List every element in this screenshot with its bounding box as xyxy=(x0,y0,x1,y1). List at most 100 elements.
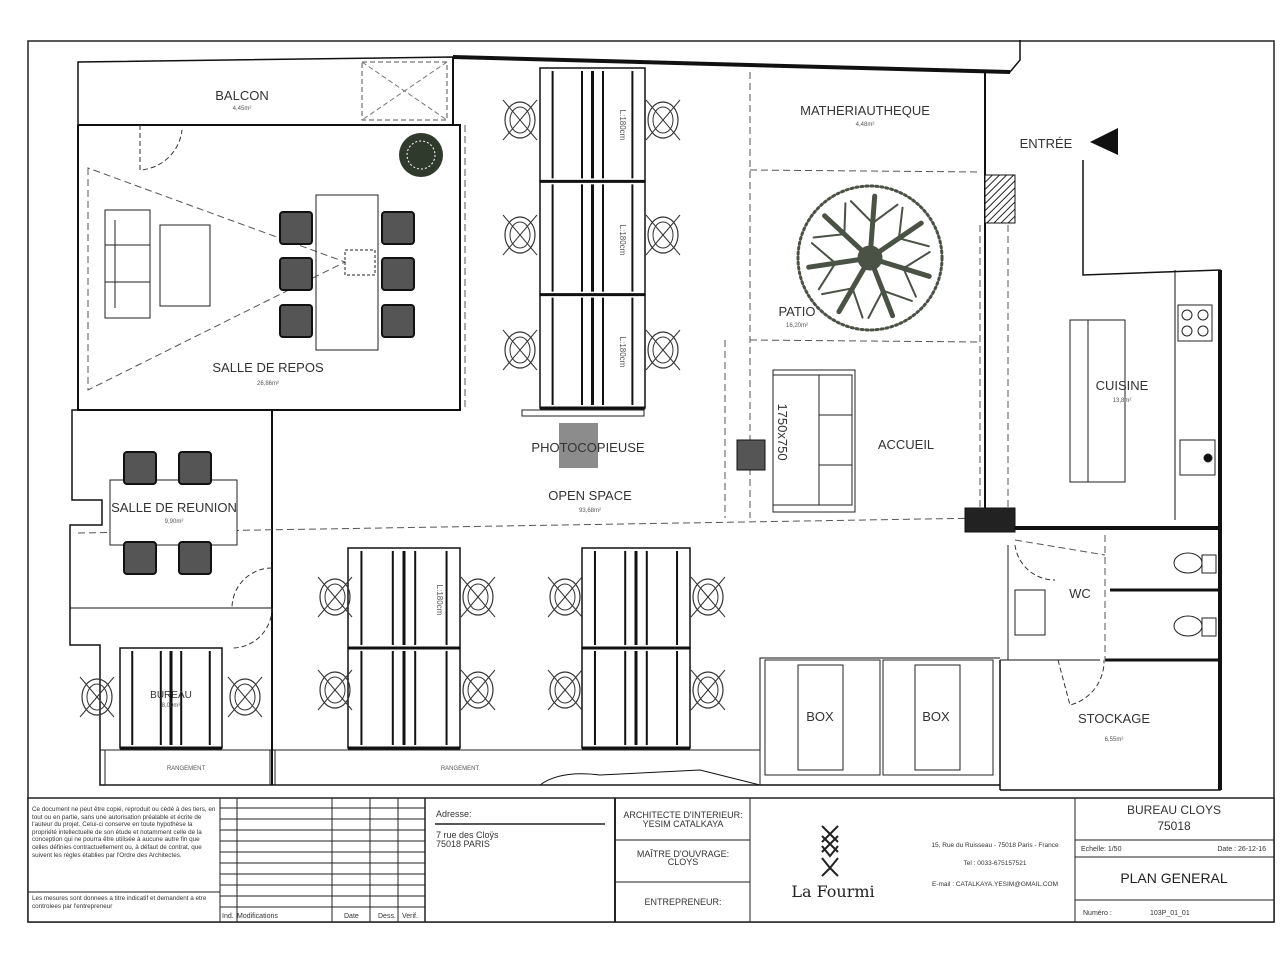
owner-label: MAÎTRE D'OUVRAGE: xyxy=(637,849,729,859)
sofa xyxy=(104,209,151,319)
office-chair-icon xyxy=(690,669,726,711)
office-chair-icon xyxy=(547,576,583,618)
kitchen-sink xyxy=(1179,439,1216,476)
desk-dimension-label: L:180cm xyxy=(618,225,627,256)
structural-column xyxy=(964,507,1016,533)
chair-icon xyxy=(279,257,313,291)
logo-text: La Fourmi xyxy=(791,882,874,901)
lounge-chairs xyxy=(123,211,415,575)
room-label-bureau: BUREAU xyxy=(150,690,192,701)
room-area-salle-reunion: 9,90m² xyxy=(165,519,184,525)
walls xyxy=(69,40,1222,791)
storage-rangement xyxy=(274,749,761,786)
chair-icon xyxy=(279,211,313,245)
desk-dimension-label: L:180cm xyxy=(618,337,627,368)
stove xyxy=(1177,304,1213,342)
tree-icon xyxy=(796,184,944,332)
office-chair-icon xyxy=(645,214,681,256)
number-label: Numéro : xyxy=(1083,910,1112,917)
storage-rangement xyxy=(104,749,271,786)
kitchen-island xyxy=(1069,319,1126,483)
zone-dashed-lines xyxy=(77,72,1106,660)
label-rangement: RANGEMENT xyxy=(441,766,480,772)
date: Date : 26-12-16 xyxy=(1217,846,1266,853)
desk-dimension-label: L:180cm xyxy=(435,585,444,616)
label-entree: ENTRÉE xyxy=(1020,136,1073,151)
company-tel: Tel : 0033-675157521 xyxy=(964,860,1027,867)
desk-cluster xyxy=(539,293,646,410)
reception-chair xyxy=(736,439,766,471)
owner-name: CLOYS xyxy=(668,857,699,867)
office-chair-icon xyxy=(79,676,115,718)
office-chair-icon xyxy=(502,329,538,371)
mod-header-verif: Verif. xyxy=(402,913,418,920)
chair-icon xyxy=(381,257,415,291)
room-area-patio: 16,20m² xyxy=(786,323,808,329)
shelf xyxy=(521,409,645,417)
label-photocopieuse: PHOTOCOPIEUSE xyxy=(531,440,645,455)
label-rangement: RANGEMENT xyxy=(167,766,206,772)
office-chair-icon xyxy=(547,669,583,711)
room-area-cuisine: 13,8m² xyxy=(1113,398,1132,404)
address-line-1: 7 rue des Cloÿs xyxy=(436,830,499,840)
drawing-title: PLAN GENERAL xyxy=(1120,870,1228,886)
desk-cluster xyxy=(119,647,223,750)
meeting-table xyxy=(109,479,238,546)
address-line-2: 75018 PARIS xyxy=(436,839,490,849)
chair-icon xyxy=(123,451,157,485)
office-chair-icon xyxy=(645,329,681,371)
balcony-opening xyxy=(361,61,448,121)
chair-icon xyxy=(381,211,415,245)
chair-icon xyxy=(178,541,212,575)
office-chairs xyxy=(79,99,726,718)
doors xyxy=(139,125,1105,706)
mod-header-dess: Dess. xyxy=(378,913,396,920)
reception-desk xyxy=(772,369,856,513)
room-label-salle-reunion: SALLE DE REUNION xyxy=(111,500,237,515)
room-label-box: BOX xyxy=(806,709,834,724)
room-label-cuisine: CUISINE xyxy=(1096,378,1149,393)
architect-label: ARCHITECTE D'INTERIEUR: xyxy=(623,810,742,820)
title-block xyxy=(27,797,1275,923)
room-label-matheriautheque: MATHERIAUTHEQUE xyxy=(800,103,930,118)
project-code: 75018 xyxy=(1157,819,1191,833)
photocopier xyxy=(559,423,598,468)
chair-icon xyxy=(178,451,212,485)
structural-column xyxy=(984,174,1016,224)
room-label-balcon: BALCON xyxy=(215,88,268,103)
room-label-patio: PATIO xyxy=(778,304,815,319)
room-area-open-space: 93,68m² xyxy=(579,508,601,514)
room-area-bureau: 8,00m² xyxy=(162,703,181,709)
room-area-balcon: 4,45m² xyxy=(233,106,252,112)
room-label-box: BOX xyxy=(922,709,950,724)
room-label-wc: WC xyxy=(1069,586,1091,601)
room-area-matheriautheque: 4,48m² xyxy=(856,122,875,128)
company-email: E-mail : CATALKAYA.YESIM@GMAIL.COM xyxy=(932,881,1058,888)
office-chair-icon xyxy=(645,99,681,141)
desk-cluster xyxy=(539,67,646,183)
room-label-stockage: STOCKAGE xyxy=(1078,711,1150,726)
mod-header-date: Date xyxy=(344,913,359,920)
mod-header-ind: Ind. xyxy=(222,913,234,920)
workstations xyxy=(119,67,691,750)
company-address: 15, Rue du Ruisseau - 75018 Paris - Fran… xyxy=(931,842,1059,849)
desk-cluster xyxy=(581,547,691,650)
desk-dimension-label: L:180cm xyxy=(618,110,627,141)
address-label: Adresse: xyxy=(436,809,472,819)
project-title: BUREAU CLOYS xyxy=(1127,803,1221,817)
room-label-salle-repos: SALLE DE REPOS xyxy=(212,360,324,375)
office-chair-icon xyxy=(690,576,726,618)
desk-cluster xyxy=(581,647,691,750)
scale: Echelle: 1/50 xyxy=(1081,846,1122,853)
lounge-furniture xyxy=(104,194,379,351)
room-area-stockage: 6,55m² xyxy=(1105,737,1124,743)
measures-note: Les mesures sont donnees a titre indicat… xyxy=(32,895,207,910)
kitchen-fixtures xyxy=(1069,304,1216,483)
chair-icon xyxy=(381,304,415,338)
dining-table xyxy=(315,194,379,351)
copyright-notice: Ce document ne peut être copié, reprodui… xyxy=(32,806,216,859)
office-chair-icon xyxy=(502,214,538,256)
office-chair-icon xyxy=(227,676,263,718)
plant-icon xyxy=(399,133,443,177)
